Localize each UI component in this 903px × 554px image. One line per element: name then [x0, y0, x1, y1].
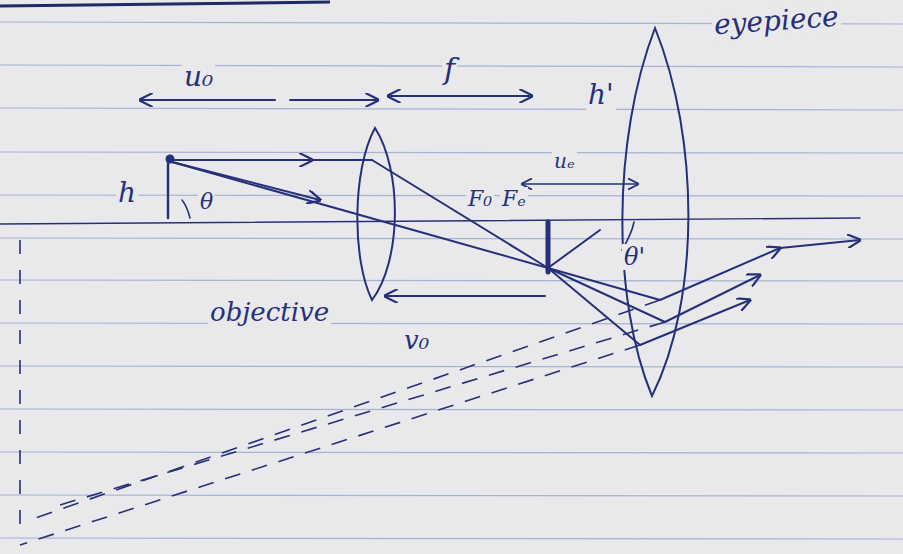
ray	[172, 162, 320, 200]
angle-arc	[182, 200, 190, 218]
part-name: objective	[208, 298, 331, 327]
distance-label: uₑ	[552, 150, 577, 172]
ray	[548, 230, 600, 268]
eyepiece-lens	[622, 28, 688, 396]
dimension-line	[140, 99, 275, 101]
angle-label: θ	[198, 190, 215, 214]
ray	[548, 268, 660, 300]
image-label: h'	[586, 80, 616, 111]
object-label: h	[116, 178, 138, 209]
dimension-line	[388, 95, 532, 97]
ray	[780, 240, 860, 248]
distance-label: v₀	[402, 326, 431, 355]
focus-label: F₀	[466, 187, 494, 211]
ray	[172, 162, 548, 268]
focus-label: Fₑ	[500, 187, 528, 211]
optical-axis	[0, 218, 860, 224]
virtual-rays	[20, 240, 665, 545]
dimension-line	[290, 99, 378, 101]
image	[546, 222, 551, 272]
distance-label: u₀	[182, 62, 215, 93]
ray	[172, 159, 312, 161]
objective-lens	[357, 128, 395, 300]
ray	[548, 268, 665, 322]
dimension-line	[385, 295, 545, 297]
ruled-lines	[0, 22, 903, 539]
margin-stroke	[0, 2, 330, 6]
optics	[0, 28, 860, 396]
ray	[660, 248, 780, 300]
ray	[312, 159, 372, 161]
angle-label: θ'	[622, 244, 647, 270]
ray	[372, 160, 548, 268]
ray	[640, 300, 750, 345]
object	[167, 160, 169, 218]
dimension-line	[522, 183, 638, 185]
part-name: eyepiece	[711, 2, 842, 42]
distance-label: f	[442, 52, 457, 85]
